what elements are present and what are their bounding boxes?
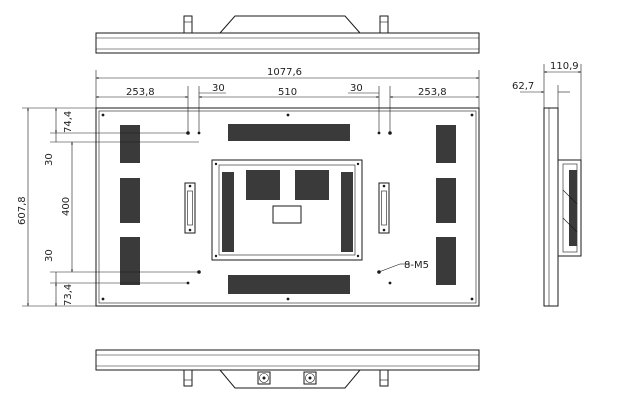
handle — [378, 182, 390, 234]
screw-note: 8-M5 — [404, 260, 429, 271]
label-plate — [272, 205, 302, 224]
vent-grille — [120, 237, 140, 285]
top-view — [95, 15, 480, 54]
vent-grille — [436, 178, 456, 223]
fan-icon — [257, 371, 271, 385]
right-gap-label: 30 — [350, 83, 363, 94]
upper-gap-label: 30 — [44, 153, 55, 166]
vent-grille — [436, 237, 456, 285]
mount-height-label: 400 — [61, 197, 72, 216]
bottom-offset-label: 73,4 — [63, 284, 74, 306]
top-offset-label: 74,4 — [63, 111, 74, 133]
vent-grille — [120, 125, 140, 163]
right-span-label: 253,8 — [418, 87, 447, 98]
handle — [184, 182, 196, 234]
front-view: 8-M5 — [95, 107, 480, 307]
lower-gap-label: 30 — [44, 249, 55, 262]
fan-icon — [303, 371, 317, 385]
side-view: 110,9 62,7 — [512, 61, 582, 307]
vent-grille — [228, 275, 350, 294]
left-gap-label: 30 — [212, 83, 225, 94]
bottom-view — [95, 349, 480, 389]
horizontal-dimensions: 1077,6 253,8 510 253,8 30 30 — [95, 67, 480, 133]
vent-grille — [228, 124, 350, 141]
vent-grille — [120, 178, 140, 223]
center-span-label: 510 — [278, 87, 297, 98]
side-depth-panel-label: 62,7 — [512, 81, 534, 92]
side-depth-total-label: 110,9 — [550, 61, 579, 72]
vertical-dimensions: 607,8 74,4 30 400 30 73,4 — [17, 107, 199, 307]
vent-grille — [436, 125, 456, 163]
overall-height-label: 607,8 — [17, 196, 28, 225]
left-span-label: 253,8 — [126, 87, 155, 98]
overall-width-label: 1077,6 — [267, 67, 302, 78]
